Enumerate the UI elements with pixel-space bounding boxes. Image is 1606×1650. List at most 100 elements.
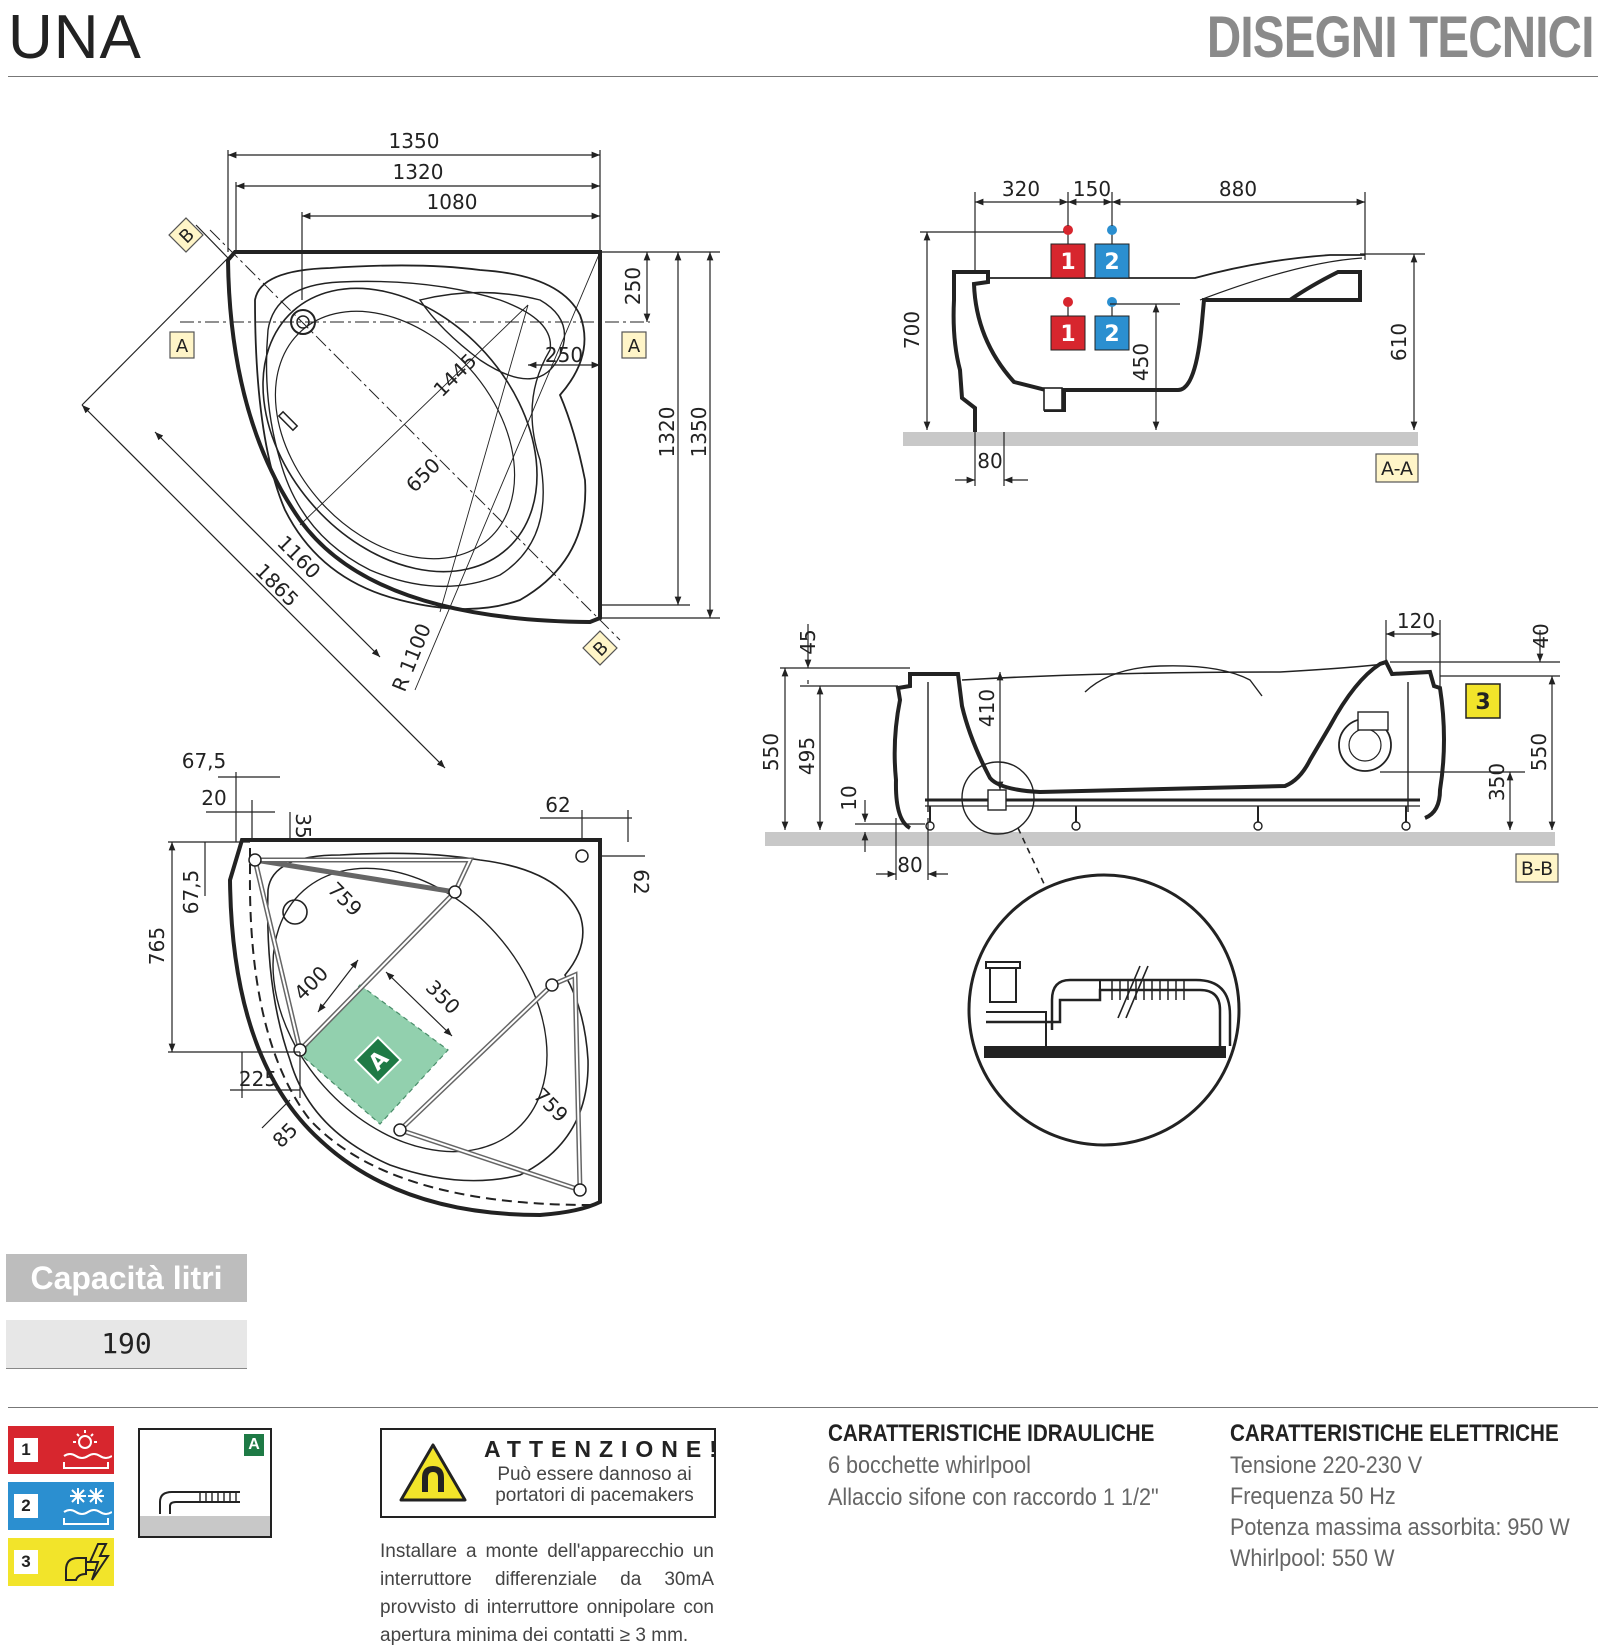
dim-1350-vertical: 1350 — [687, 407, 711, 458]
dim-880: 880 — [1219, 177, 1257, 201]
pacemaker-warning-box: ATTENZIONE! Può essere dannoso ai portat… — [380, 1428, 717, 1518]
dim-150: 150 — [1073, 177, 1111, 201]
badge-cold-top: 2 — [1094, 243, 1130, 279]
dim-650: 650 — [401, 453, 445, 497]
footer-divider — [8, 1407, 1598, 1408]
section-aa-taps — [1063, 225, 1117, 307]
dim-410: 410 — [975, 689, 999, 727]
dim-765: 765 — [145, 927, 169, 965]
dim-62-top: 62 — [545, 793, 570, 817]
dim-250-top: 250 — [621, 267, 645, 305]
svg-text:2: 2 — [1104, 250, 1119, 275]
svg-text:3: 3 — [1475, 690, 1490, 715]
legend-num-1: 1 — [14, 1438, 38, 1462]
section-title: DISEGNI TECNICI — [1207, 5, 1595, 70]
section-aa-labels: 320 150 880 700 450 610 80 — [900, 177, 1411, 473]
drain-pipe-icon — [140, 1491, 270, 1536]
badge-cold-bottom: 2 — [1094, 315, 1130, 351]
legend-num-2: 2 — [14, 1494, 38, 1518]
magnet-warning-icon — [399, 1443, 467, 1502]
electrical-title: CARATTERISTICHE ELETTRICHE — [1230, 1420, 1559, 1447]
electrical-line-1: Tensione 220-230 V — [1230, 1452, 1423, 1479]
section-aa-dimension-lines — [920, 192, 1425, 486]
frame-view-dimension-lines — [168, 772, 645, 1129]
top-view-dimension-lines — [81, 150, 720, 769]
dim-700: 700 — [900, 311, 924, 349]
dim-1445: 1445 — [429, 349, 482, 402]
frame-zone-label: A — [353, 1035, 403, 1085]
svg-text:A-A: A-A — [1381, 458, 1413, 480]
svg-text:1: 1 — [1060, 250, 1075, 275]
dim-450: 450 — [1129, 343, 1153, 381]
section-bb-dimension-lines — [780, 620, 1560, 880]
warning-subtitle: Può essere dannoso ai portatori di pacem… — [495, 1464, 694, 1506]
svg-text:1: 1 — [1060, 322, 1075, 347]
dim-759-b: 759 — [529, 1083, 573, 1127]
dim-610: 610 — [1387, 323, 1411, 361]
dim-1320: 1320 — [393, 160, 444, 184]
section-tag-b-top: B — [168, 217, 204, 253]
top-view-labels: 1350 1320 1080 250 250 1445 650 1160 186… — [250, 129, 711, 695]
dim-1080: 1080 — [427, 190, 478, 214]
dim-80-bb: 80 — [897, 853, 922, 877]
dim-495: 495 — [795, 737, 819, 775]
hydraulic-title: CARATTERISTICHE IDRAULICHE — [828, 1420, 1155, 1447]
badge-hot-top: 1 — [1050, 243, 1086, 279]
electrical-line-2: Frequenza 50 Hz — [1230, 1483, 1396, 1510]
electrical-line-3: Potenza massima assorbita: 950 W — [1230, 1514, 1570, 1541]
dim-80-aa: 80 — [977, 449, 1002, 473]
dim-85: 85 — [268, 1118, 303, 1153]
dim-550-left: 550 — [759, 733, 783, 771]
header-divider — [8, 76, 1598, 77]
section-tag-aa: A-A — [1375, 453, 1419, 483]
svg-text:B-B: B-B — [1521, 858, 1553, 880]
dim-10: 10 — [837, 785, 861, 810]
dim-250-inner: 250 — [545, 343, 583, 367]
electric-plug-icon — [65, 1543, 110, 1581]
section-bb-drawing — [765, 659, 1555, 889]
svg-text:A: A — [176, 336, 189, 357]
legend-hot-water: 1 — [8, 1426, 114, 1474]
dim-62-right: 62 — [629, 869, 653, 894]
dim-67-5-left: 67,5 — [179, 870, 203, 915]
dim-1350: 1350 — [389, 129, 440, 153]
drain-connection-box: A — [138, 1428, 272, 1538]
dim-120: 120 — [1397, 609, 1435, 633]
legend-cold-water: 2 — [8, 1482, 114, 1530]
frame-view-drawing — [227, 838, 602, 1218]
hydraulic-line-2: Allaccio sifone con raccordo 1 1/2" — [828, 1484, 1159, 1511]
dim-20: 20 — [201, 786, 226, 810]
dim-320: 320 — [1002, 177, 1040, 201]
installation-note: Installare a monte dell'apparecchio un i… — [380, 1541, 714, 1646]
svg-text:2: 2 — [1104, 322, 1119, 347]
dim-1320-vertical: 1320 — [655, 407, 679, 458]
dim-45: 45 — [796, 629, 820, 654]
section-bb-labels: 45 120 40 550 495 410 10 80 350 550 — [759, 609, 1553, 877]
section-aa-badges: 1 2 1 2 — [1050, 243, 1130, 351]
technical-drawings: 1350 1320 1080 250 250 1445 650 1160 186… — [81, 129, 1560, 1218]
capacity-label: Capacità litri — [6, 1254, 247, 1302]
dim-225: 225 — [239, 1067, 277, 1091]
svg-text:A: A — [628, 336, 641, 357]
section-bb-badge: 3 — [1465, 683, 1501, 719]
warning-title: ATTENZIONE! — [484, 1436, 725, 1462]
badge-hot-bottom: 1 — [1050, 315, 1086, 351]
section-tag-a-left: A — [169, 331, 195, 359]
dim-759-a: 759 — [323, 877, 367, 921]
dim-400: 400 — [289, 961, 333, 1005]
section-tag-bb: B-B — [1515, 853, 1559, 883]
hot-water-icon — [63, 1430, 112, 1469]
cold-water-icon — [63, 1488, 112, 1525]
model-name: UNA — [8, 3, 142, 72]
legend-num-3: 3 — [14, 1550, 38, 1574]
siphon-detail — [967, 873, 1241, 1147]
drain-box-label: A — [244, 1434, 264, 1456]
dim-40: 40 — [1529, 623, 1553, 648]
section-aa-drawing — [903, 230, 1418, 446]
top-view-section-tags: B A A B — [168, 217, 647, 666]
hydraulic-line-1: 6 bocchette whirlpool — [828, 1452, 1031, 1479]
dim-67-5-top: 67,5 — [182, 749, 227, 773]
dim-550-right: 550 — [1527, 733, 1551, 771]
dim-350-bb: 350 — [1485, 763, 1509, 801]
section-tag-a-right: A — [621, 331, 647, 359]
